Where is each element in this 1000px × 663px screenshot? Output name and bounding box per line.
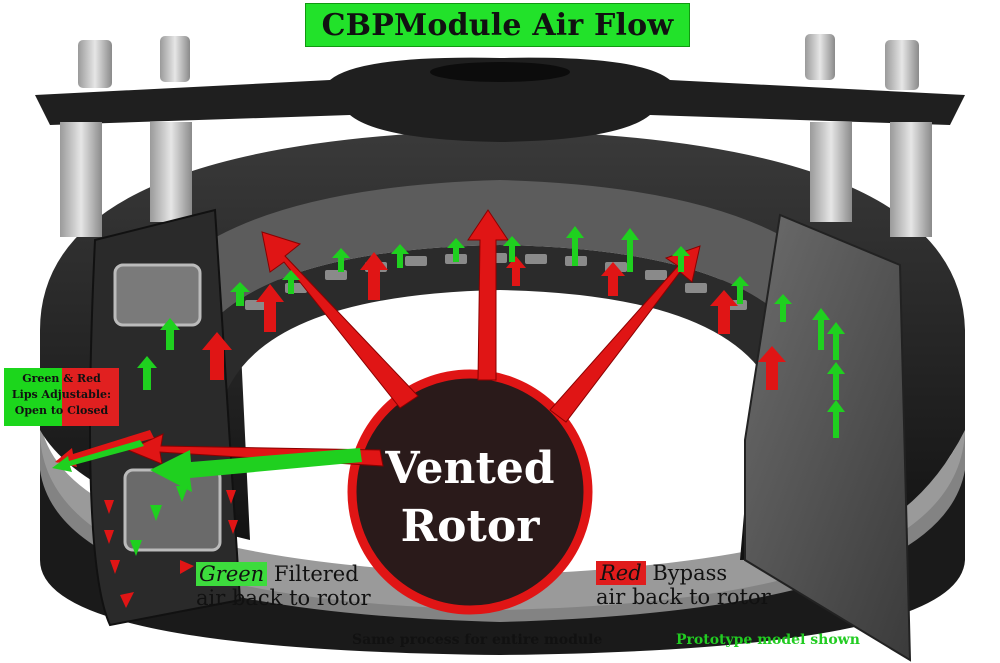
- filter-element-lower: [125, 470, 220, 550]
- footer-note-right: Prototype model shown: [676, 632, 860, 648]
- red-caption-highlight: Red: [596, 561, 646, 585]
- page-title: CBPModule Air Flow: [322, 8, 674, 43]
- green-caption-highlight: Green: [196, 562, 267, 586]
- lips-note-text: Green & Red Lips Adjustable: Open to Clo…: [4, 371, 119, 419]
- red-caption: Red Bypass air back to rotor: [596, 561, 806, 609]
- red-caption-line1-rest: Bypass: [646, 561, 728, 585]
- rotor-label: Vented Rotor: [352, 440, 588, 556]
- title-banner: CBPModule Air Flow: [305, 3, 690, 47]
- bracket-center-hole: [430, 62, 570, 82]
- lips-note-line1: Green & Red: [4, 371, 119, 387]
- green-caption-line1: Green Filtered: [196, 562, 406, 586]
- filter-element-upper: [115, 265, 200, 325]
- lips-note-line2: Lips Adjustable:: [4, 387, 119, 403]
- rotor-label-line2: Rotor: [352, 498, 588, 556]
- green-caption-line2: air back to rotor: [196, 586, 406, 610]
- red-caption-line2: air back to rotor: [596, 585, 806, 609]
- footer-note-left: Same process for entire module: [352, 632, 602, 648]
- green-caption-line1-rest: Filtered: [267, 562, 358, 586]
- lips-note-line3: Open to Closed: [4, 403, 119, 419]
- rotor-label-line1: Vented: [352, 440, 588, 498]
- lips-adjustable-note: Green & Red Lips Adjustable: Open to Clo…: [4, 368, 119, 426]
- green-caption: Green Filtered air back to rotor: [196, 562, 406, 610]
- red-caption-line1: Red Bypass: [596, 561, 806, 585]
